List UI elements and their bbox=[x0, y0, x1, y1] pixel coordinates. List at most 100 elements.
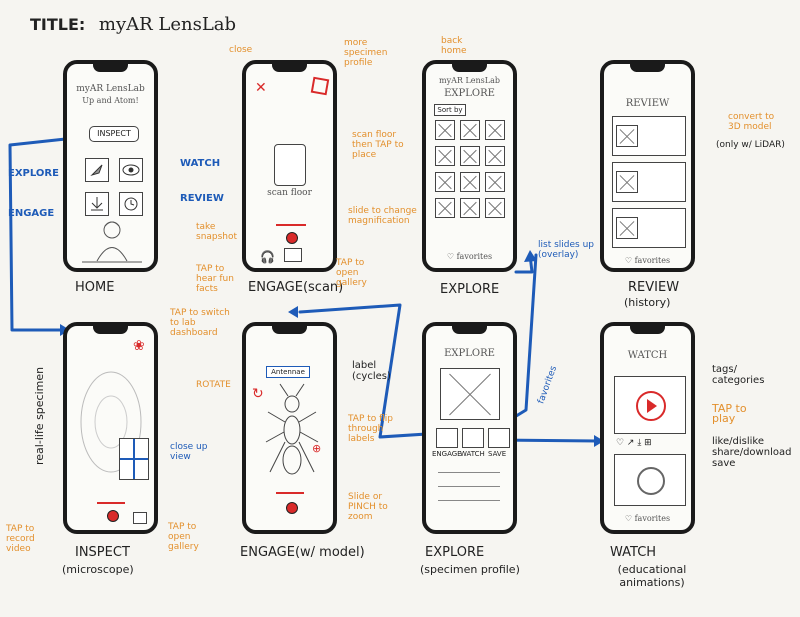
sort-by-button[interactable]: Sort by bbox=[434, 104, 466, 116]
crosshair bbox=[120, 458, 148, 460]
home-tagline: Up and Atom! bbox=[82, 96, 139, 105]
profile-label: EXPLORE bbox=[425, 545, 485, 560]
snapshot-button[interactable] bbox=[286, 502, 298, 514]
review-label: REVIEW bbox=[628, 280, 680, 295]
profile-heading: EXPLORE bbox=[444, 348, 495, 359]
notch bbox=[452, 325, 487, 334]
home-note-engage: ENGAGE bbox=[8, 208, 55, 219]
record-button[interactable] bbox=[107, 510, 119, 522]
save-button[interactable] bbox=[488, 428, 510, 448]
phone-inspect: ❀ bbox=[63, 322, 158, 534]
note-scan-floor: scan floor then TAP to place bbox=[352, 130, 404, 160]
specimen-image bbox=[440, 368, 500, 420]
play-icon[interactable] bbox=[636, 391, 666, 421]
favorites-label: favorites bbox=[456, 252, 493, 261]
specimen-tile[interactable] bbox=[485, 120, 505, 140]
explore-heading: EXPLORE bbox=[444, 88, 495, 99]
list-line bbox=[438, 472, 500, 473]
specimen-tile[interactable] bbox=[435, 172, 455, 192]
specimen-tile[interactable] bbox=[485, 172, 505, 192]
close-icon[interactable]: ✕ bbox=[255, 80, 267, 96]
phone-explore: myAR LensLab EXPLORE Sort by ♡ favorites bbox=[422, 60, 517, 272]
phone-engage-scan: ✕ scan floor 🎧 bbox=[242, 60, 337, 272]
zoom-slider[interactable] bbox=[97, 502, 125, 504]
specimen-tile[interactable] bbox=[460, 172, 480, 192]
scientist-illustration bbox=[82, 221, 142, 263]
video-player[interactable] bbox=[614, 454, 686, 506]
inspect-label: INSPECT bbox=[75, 545, 130, 560]
note-slide-magnification: slide to change magnification bbox=[348, 206, 417, 226]
engage-button[interactable] bbox=[436, 428, 458, 448]
title-name: myAR LensLab bbox=[98, 14, 237, 35]
flip-label-icon[interactable]: ⊕ bbox=[312, 442, 322, 455]
specimen-tile[interactable] bbox=[485, 146, 505, 166]
specimen-tile[interactable] bbox=[460, 120, 480, 140]
review-card[interactable] bbox=[612, 208, 686, 248]
label-tag[interactable]: Antennae bbox=[266, 366, 310, 378]
specimen-tile[interactable] bbox=[435, 146, 455, 166]
review-card[interactable] bbox=[612, 162, 686, 202]
close-up-view bbox=[119, 438, 149, 480]
dashboard-icon[interactable]: ❀ bbox=[133, 338, 145, 354]
video-actions[interactable]: ♡ ↗ ⤓ ⊞ bbox=[616, 438, 652, 448]
explore-button[interactable] bbox=[85, 158, 109, 182]
note-inspect-gallery: TAP to open gallery bbox=[168, 522, 199, 552]
profile-sub: (specimen profile) bbox=[420, 563, 520, 576]
note-switch-dashboard: TAP to switch to lab dashboard bbox=[170, 308, 230, 338]
play-icon[interactable] bbox=[637, 467, 665, 495]
specimen-tile[interactable] bbox=[460, 146, 480, 166]
note-convert-3d: convert to 3D model bbox=[728, 112, 775, 132]
history-icon bbox=[124, 197, 138, 211]
watch-heading: WATCH bbox=[627, 350, 668, 361]
save-button-label: SAVE bbox=[488, 450, 507, 458]
note-label-cycles: label (cycles) bbox=[352, 360, 391, 382]
note-close: close bbox=[229, 45, 253, 55]
phone-explore-profile: EXPLORE ENGAGE WATCH SAVE bbox=[422, 322, 517, 534]
home-app-name: myAR LensLab bbox=[76, 84, 145, 94]
snapshot-button[interactable] bbox=[286, 232, 298, 244]
headphones-icon[interactable]: 🎧 bbox=[260, 250, 275, 264]
watch-button[interactable] bbox=[119, 158, 143, 182]
list-line bbox=[438, 500, 500, 501]
home-note-explore: EXPLORE bbox=[8, 168, 59, 179]
watch-sub: (educational animations) bbox=[617, 563, 687, 589]
explore-favorites[interactable]: ♡ favorites bbox=[426, 252, 513, 261]
inspect-button[interactable]: INSPECT bbox=[89, 126, 139, 142]
eye-icon bbox=[122, 164, 140, 176]
zoom-slider[interactable] bbox=[276, 492, 304, 494]
magnification-slider[interactable] bbox=[276, 224, 306, 226]
specimen-tile[interactable] bbox=[435, 120, 455, 140]
video-player[interactable] bbox=[614, 376, 686, 434]
ant-model bbox=[265, 383, 319, 475]
watch-favorites[interactable]: ♡ favorites bbox=[604, 514, 691, 523]
notch bbox=[272, 325, 307, 334]
review-card[interactable] bbox=[612, 116, 686, 156]
home-label: HOME bbox=[75, 280, 115, 295]
cube-icon[interactable] bbox=[310, 76, 330, 96]
note-close-up: close up view bbox=[170, 442, 208, 462]
rotate-icon[interactable]: ↻ bbox=[252, 386, 264, 402]
notch bbox=[452, 63, 487, 72]
notch bbox=[93, 325, 128, 334]
gallery-icon[interactable] bbox=[133, 512, 147, 524]
note-flip-labels: TAP to flip through labels bbox=[348, 414, 394, 444]
thumb bbox=[616, 125, 638, 147]
gallery-icon[interactable] bbox=[284, 248, 302, 262]
specimen-tile[interactable] bbox=[485, 198, 505, 218]
scan-floor-text: scan floor bbox=[267, 188, 312, 198]
explore-app-name: myAR LensLab bbox=[439, 76, 500, 85]
review-button[interactable] bbox=[119, 192, 143, 216]
engage-button-label: ENGAGE bbox=[432, 450, 462, 458]
specimen-view bbox=[80, 371, 142, 473]
watch-button[interactable] bbox=[462, 428, 484, 448]
explore-label: EXPLORE bbox=[440, 282, 500, 297]
review-sub: (history) bbox=[624, 296, 671, 309]
review-heading: REVIEW bbox=[625, 98, 670, 109]
home-note-review: REVIEW bbox=[180, 193, 224, 204]
specimen-tile[interactable] bbox=[460, 198, 480, 218]
favorites-label: favorites bbox=[634, 256, 671, 265]
engage-button[interactable] bbox=[85, 192, 109, 216]
review-favorites[interactable]: ♡ favorites bbox=[604, 256, 691, 265]
specimen-tile[interactable] bbox=[435, 198, 455, 218]
phone-watch: WATCH ♡ ↗ ⤓ ⊞ ♡ favorites bbox=[600, 322, 695, 534]
